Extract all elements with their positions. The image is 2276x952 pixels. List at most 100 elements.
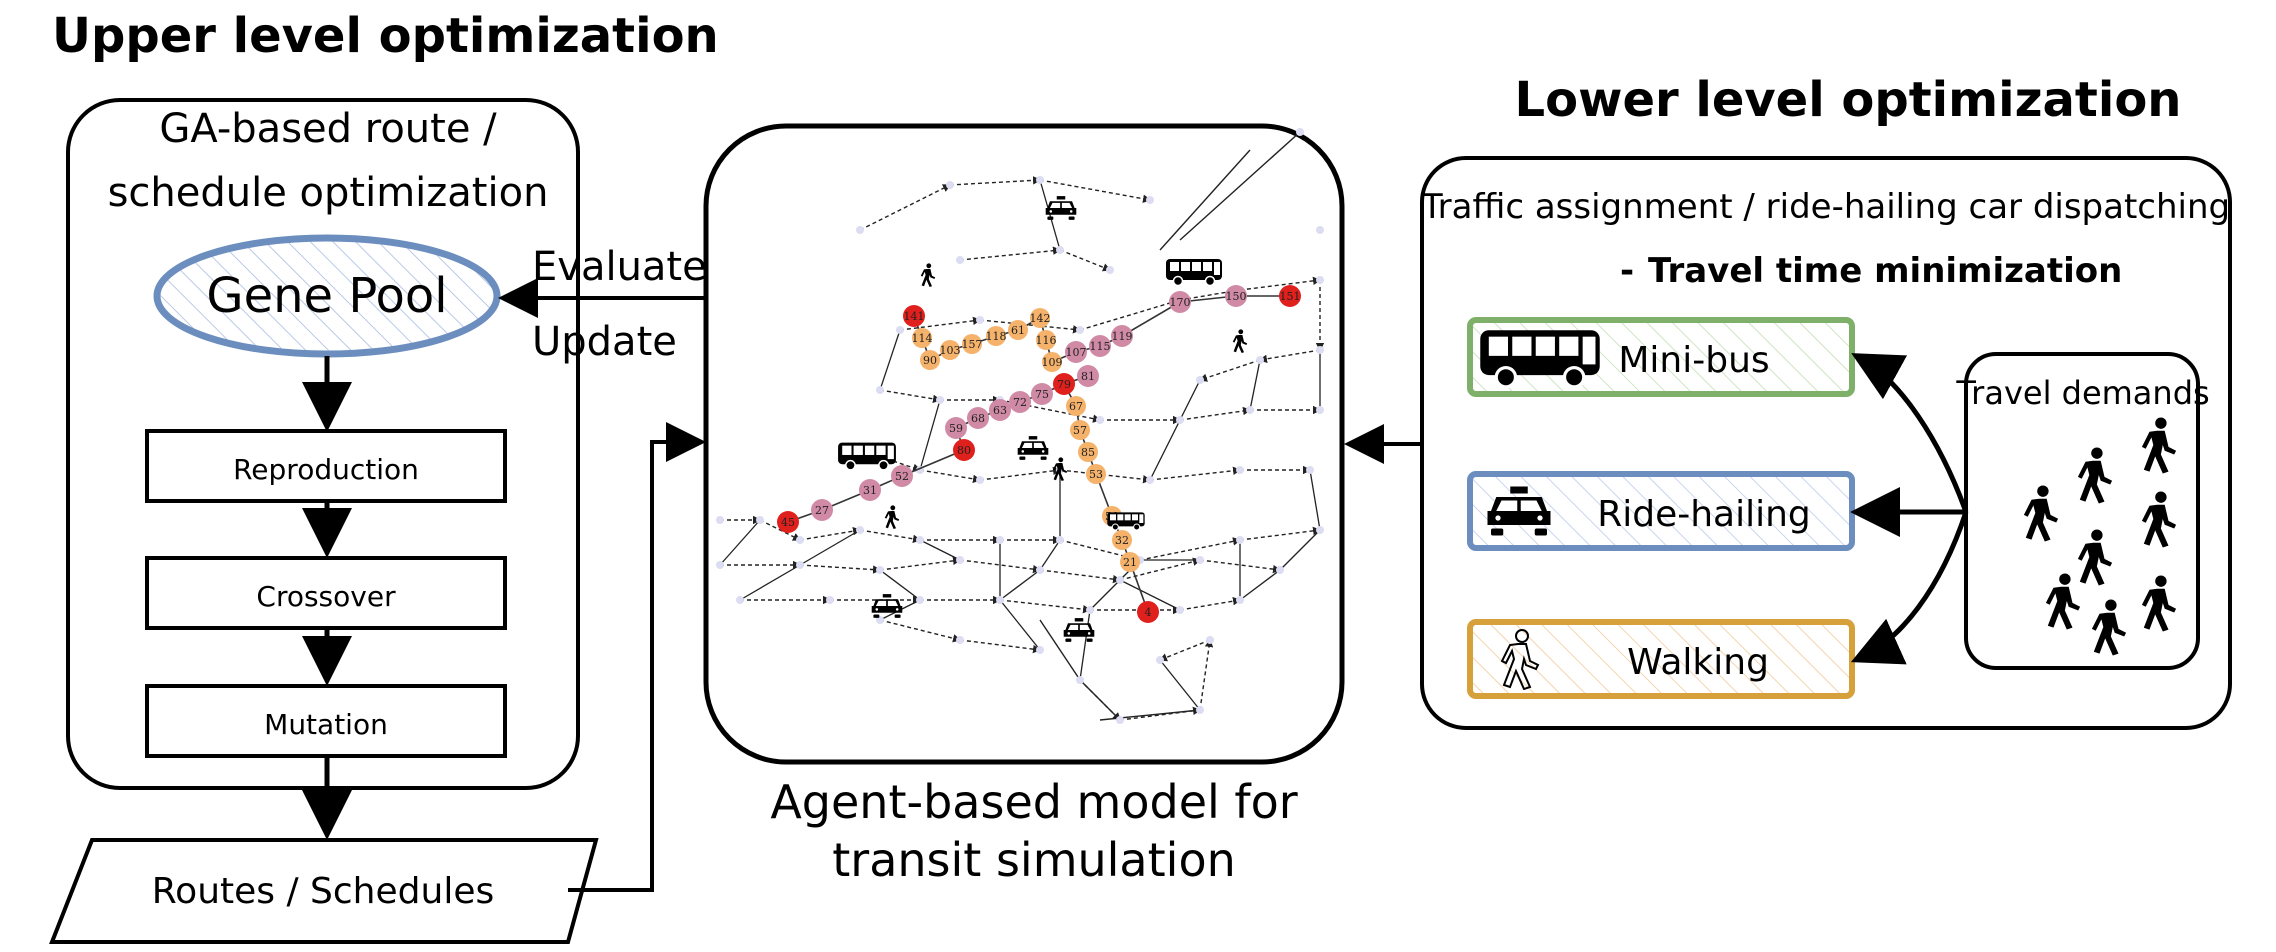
route-node-label: 31 bbox=[863, 484, 877, 497]
route-node bbox=[1078, 442, 1098, 462]
network-node bbox=[1176, 606, 1184, 614]
route-node-label: 114 bbox=[912, 332, 933, 345]
network-node bbox=[896, 326, 904, 334]
route-node-label: 32 bbox=[1115, 534, 1129, 547]
gene-pool-ellipse bbox=[153, 234, 501, 358]
evaluate-label: Evaluate bbox=[532, 244, 707, 290]
route-node-label: 142 bbox=[1030, 312, 1051, 325]
network-node bbox=[856, 226, 864, 234]
network-node bbox=[1236, 466, 1244, 474]
network-edge bbox=[1149, 466, 1242, 481]
ga-title-line2: schedule optimization bbox=[108, 170, 549, 216]
route-node bbox=[777, 511, 799, 533]
network-edge bbox=[949, 176, 1042, 186]
network-edge bbox=[1279, 529, 1321, 571]
route-node-label: 53 bbox=[1089, 468, 1103, 481]
route-node bbox=[891, 465, 913, 487]
network-node bbox=[1316, 526, 1324, 534]
network-node bbox=[1276, 566, 1284, 574]
arrow-routes-to-abm bbox=[568, 422, 706, 892]
route-node bbox=[945, 417, 967, 439]
route-node-label: 141 bbox=[904, 310, 925, 323]
route-node bbox=[1120, 552, 1140, 572]
reproduction-box bbox=[145, 429, 507, 503]
network-edge bbox=[1079, 679, 1121, 721]
route-node-label: 119 bbox=[1112, 330, 1133, 343]
network-edge bbox=[719, 519, 761, 566]
network-node bbox=[1076, 326, 1084, 334]
network-node bbox=[876, 566, 884, 574]
objective-label: Travel time minimization bbox=[1648, 251, 2122, 291]
route-node bbox=[989, 399, 1011, 421]
network-edge bbox=[1198, 359, 1261, 382]
network-edge bbox=[1179, 406, 1252, 421]
route-node-label: 118 bbox=[986, 330, 1007, 343]
network-node bbox=[736, 596, 744, 604]
network-node bbox=[1316, 226, 1324, 234]
arrow-demand-walking bbox=[1850, 511, 1969, 665]
network-node bbox=[1056, 246, 1064, 254]
network-node bbox=[1296, 128, 1304, 136]
lower-level-title: Lower level optimization bbox=[1515, 72, 2182, 128]
route-node bbox=[1042, 352, 1062, 372]
network-edge bbox=[1179, 379, 1201, 421]
mini-bus-label: Mini-bus bbox=[1618, 340, 1769, 381]
network-node bbox=[1036, 566, 1044, 574]
network-edge bbox=[1119, 579, 1181, 611]
network-edge bbox=[1059, 249, 1112, 272]
route-node-label: 4 bbox=[1145, 606, 1152, 619]
network-edge bbox=[1239, 569, 1281, 601]
network-node bbox=[1116, 716, 1124, 724]
network-edge bbox=[1139, 537, 1242, 561]
network-node bbox=[1036, 176, 1044, 184]
route-node bbox=[1137, 601, 1159, 623]
network-edge bbox=[1309, 469, 1321, 531]
network-node bbox=[916, 536, 924, 544]
network-edge bbox=[859, 184, 952, 231]
network-node bbox=[1236, 536, 1244, 544]
network-edge bbox=[1039, 179, 1061, 251]
network-node bbox=[1246, 406, 1254, 414]
abm-caption-line2: transit simulation bbox=[832, 833, 1236, 887]
network-node bbox=[1146, 196, 1154, 204]
network-node bbox=[876, 616, 884, 624]
network-node bbox=[1116, 576, 1124, 584]
network-edge bbox=[1179, 131, 1301, 241]
network-edge bbox=[859, 529, 922, 543]
walking-label: Walking bbox=[1627, 642, 1769, 683]
crossover-box bbox=[145, 556, 507, 630]
network-node bbox=[826, 596, 834, 604]
route-node-label: 21 bbox=[1123, 556, 1137, 569]
network-node bbox=[1236, 596, 1244, 604]
network-edge bbox=[1079, 609, 1091, 681]
network-edge bbox=[879, 569, 921, 601]
network-node bbox=[856, 526, 864, 534]
network-edge bbox=[1039, 539, 1061, 571]
reproduction-label: Reproduction bbox=[233, 453, 419, 486]
network-node bbox=[946, 181, 954, 189]
route-node bbox=[1031, 383, 1053, 405]
network-node bbox=[1146, 476, 1154, 484]
ga-optimization-box bbox=[66, 98, 580, 790]
assignment-label: Traffic assignment / ride-hailing car di… bbox=[1421, 187, 2230, 227]
route-node bbox=[1053, 373, 1075, 395]
route-node bbox=[920, 350, 940, 370]
route-node bbox=[1066, 396, 1086, 416]
network-edge bbox=[999, 599, 1041, 651]
network-edge bbox=[1159, 659, 1201, 711]
network-node bbox=[1196, 556, 1204, 564]
route-node bbox=[986, 326, 1006, 346]
network-edge bbox=[1199, 638, 1214, 711]
network-edge bbox=[979, 319, 1082, 334]
network-edge bbox=[1039, 179, 1152, 203]
objective-prefix: - bbox=[1620, 251, 1634, 291]
network-node bbox=[916, 596, 924, 604]
route-node-label: 81 bbox=[1081, 370, 1095, 383]
route-node-label: 68 bbox=[971, 412, 985, 425]
network-edge bbox=[919, 399, 941, 471]
network-node bbox=[1176, 416, 1184, 424]
route-node-label: 85 bbox=[1081, 446, 1095, 459]
route-node-label: 150 bbox=[1226, 290, 1247, 303]
route-node-label: 72 bbox=[1013, 396, 1027, 409]
